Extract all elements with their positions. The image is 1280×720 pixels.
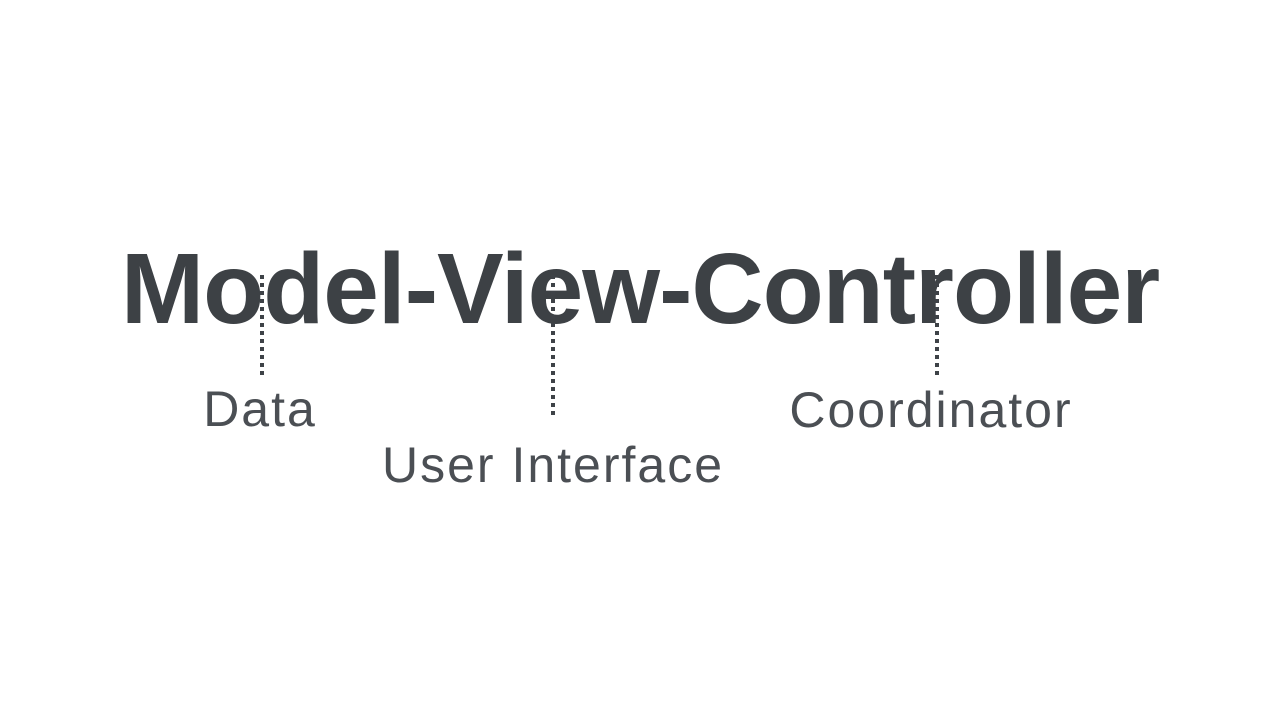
view-connector-dotted-line (551, 275, 555, 419)
diagram-title: Model-View-Controller (120, 233, 1160, 345)
model-connector-dotted-line (260, 275, 264, 379)
controller-component-label: Coordinator (789, 382, 1073, 438)
model-component-label: Data (203, 381, 317, 437)
view-component-label: User Interface (381, 437, 725, 493)
controller-connector-dotted-line (935, 275, 939, 379)
